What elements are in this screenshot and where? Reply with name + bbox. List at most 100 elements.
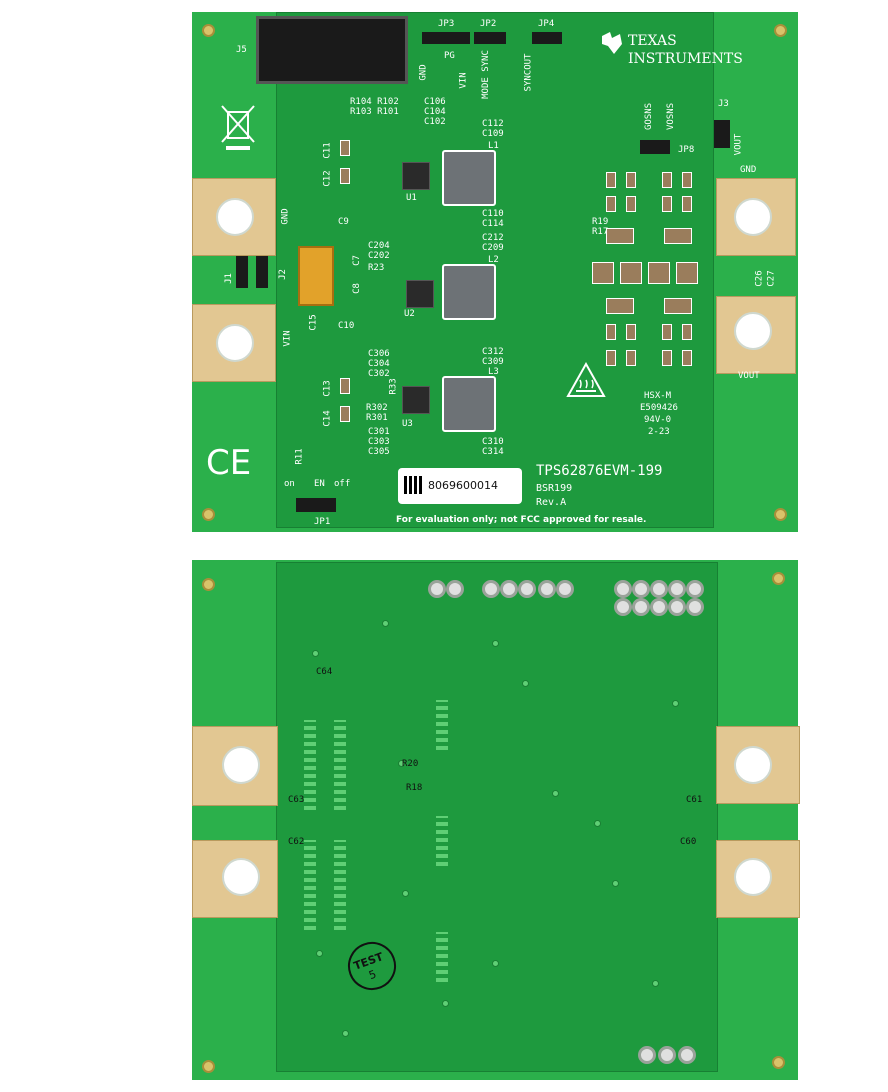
jp8-label: JP8 (678, 145, 695, 155)
via (382, 620, 389, 627)
logo-line2: Instruments (628, 51, 743, 67)
l1-label: L1 (488, 141, 499, 151)
c114-label: C114 (482, 219, 504, 229)
c13-label: C13 (322, 380, 333, 397)
c26-label: C26 (754, 270, 765, 287)
jp4-label: JP4 (538, 19, 555, 29)
r17-label: R17 (592, 227, 609, 237)
on-label: on (284, 479, 295, 489)
c7-label: C7 (351, 255, 362, 266)
j2-label: J2 (277, 269, 288, 280)
j5-connector[interactable] (256, 16, 408, 84)
mount-hole-icon (774, 508, 787, 521)
c15-label: C15 (308, 314, 319, 331)
r302-label: R302 (366, 403, 388, 413)
jp8-header[interactable] (640, 140, 670, 154)
u3-ic (402, 386, 430, 414)
via (652, 980, 659, 987)
ul-line3: 94V-0 (644, 415, 672, 425)
c62-label: C62 (288, 837, 305, 847)
jp1-header[interactable] (296, 498, 336, 512)
c212-label: C212 (482, 233, 504, 243)
j1-header[interactable] (236, 256, 248, 288)
pad-column (334, 720, 346, 810)
vin-power-hole (216, 324, 254, 362)
c9-label: C9 (338, 217, 349, 227)
mount-hole-icon (202, 508, 215, 521)
c13-capacitor (340, 378, 350, 394)
c64-label: C64 (316, 667, 333, 677)
via (398, 760, 405, 767)
mount-hole-icon (772, 572, 785, 585)
through-hole-pad (658, 1046, 676, 1064)
c106-label: C106 (424, 97, 446, 107)
off-label: off (334, 479, 351, 489)
via (492, 640, 499, 647)
through-hole-pad (428, 580, 446, 598)
via (312, 650, 319, 657)
serial-number: 8069600014 (428, 479, 498, 492)
weee-bin-icon (220, 102, 256, 152)
mount-hole-icon (202, 1060, 215, 1073)
jp3-header[interactable] (422, 32, 470, 44)
ce-mark: CE (206, 443, 252, 483)
ul-line1: HSX-M (644, 391, 672, 401)
c112-label: C112 (482, 119, 504, 129)
jp2-header[interactable] (474, 32, 506, 44)
datamatrix-icon (404, 476, 422, 494)
via (612, 880, 619, 887)
bsr-label: BSR199 (536, 483, 573, 494)
bottom-right-hole-lower (734, 858, 772, 896)
j1-label: J1 (223, 273, 234, 284)
c309-label: C309 (482, 357, 504, 367)
vout-output-hole (734, 312, 772, 350)
c209-label: C209 (482, 243, 504, 253)
c301-label: C301 (368, 427, 390, 437)
c11-label: C11 (322, 142, 333, 159)
through-hole-pad (556, 580, 574, 598)
c110-label: C110 (482, 209, 504, 219)
disclaimer: For evaluation only; not FCC approved fo… (396, 515, 647, 525)
l3-inductor (442, 376, 496, 432)
through-hole-pad (614, 598, 632, 616)
vout-header-label: VOUT (733, 133, 744, 156)
gnd-right-label: GND (740, 165, 757, 175)
vin-label: VIN (458, 72, 469, 89)
c14-label: C14 (322, 410, 333, 427)
c8-label: C8 (351, 283, 362, 294)
via (672, 700, 679, 707)
c304-label: C304 (368, 359, 390, 369)
gnd-power-hole (216, 198, 254, 236)
output-capacitor-array (592, 172, 712, 382)
jp4-header[interactable] (532, 32, 562, 44)
bottom-board-inner-area (276, 562, 718, 1072)
board-name: TPS62876EVM-199 (536, 463, 663, 479)
j3-header[interactable] (714, 120, 730, 148)
pg-label: PG (444, 51, 455, 61)
r23-label: R23 (368, 263, 385, 273)
u2-label: U2 (404, 309, 415, 319)
j5-label: J5 (236, 45, 247, 55)
bottom-left-hole-lower (222, 858, 260, 896)
through-hole-pad (614, 580, 632, 598)
hot-surface-warning-icon (566, 361, 606, 398)
via (594, 820, 601, 827)
j2-header[interactable] (256, 256, 268, 288)
ti-logo-icon (600, 30, 624, 56)
jp3-label: JP3 (438, 19, 455, 29)
mode-sync-label: MODE SYNC (480, 50, 491, 99)
test-stamp-number: 5 (367, 967, 379, 983)
pad-column (436, 932, 448, 982)
r11-label: R11 (294, 448, 305, 465)
c60-label: C60 (680, 837, 697, 847)
l3-label: L3 (488, 367, 499, 377)
ul-line2: E509426 (640, 403, 678, 413)
c12-label: C12 (322, 170, 333, 187)
mount-hole-icon (774, 24, 787, 37)
u1-label: U1 (406, 193, 417, 203)
c302-label: C302 (368, 369, 390, 379)
r33-label: R33 (388, 378, 399, 395)
gosns-label: GOSNS (644, 102, 655, 131)
r20-label: R20 (402, 759, 419, 769)
c61-label: C61 (686, 795, 703, 805)
